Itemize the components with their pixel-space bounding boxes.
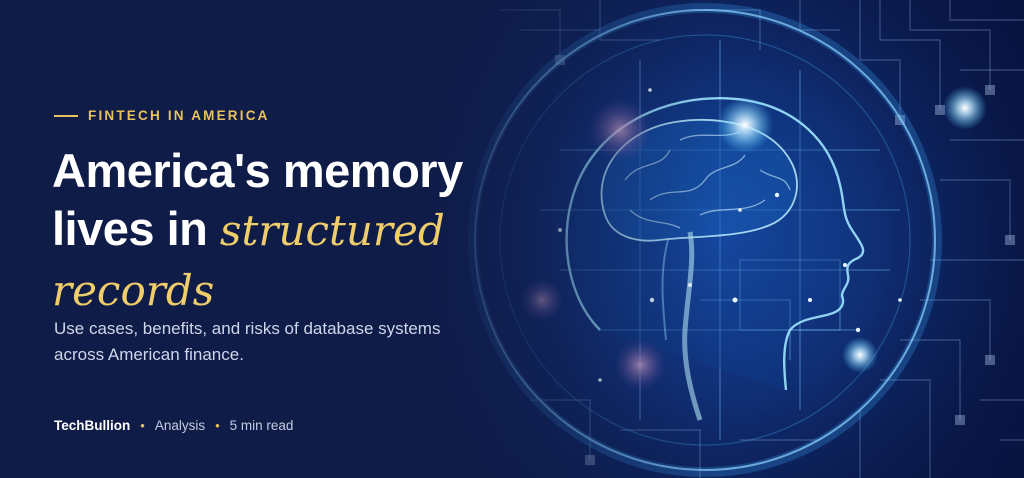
page-title: America's memory lives in structured rec…: [52, 142, 572, 320]
headline-line-3: records: [52, 260, 572, 320]
headline-line-1: America's memory: [52, 144, 463, 197]
meta-separator: •: [140, 418, 145, 433]
kicker-rule: [54, 114, 78, 117]
kicker-label: FINTECH IN AMERICA: [88, 108, 270, 123]
publisher-name[interactable]: TechBullion: [54, 418, 131, 433]
article-meta: TechBullion • Analysis • 5 min read: [54, 418, 293, 433]
category-kicker: FINTECH IN AMERICA: [54, 108, 270, 123]
meta-separator: •: [215, 418, 220, 433]
article-category[interactable]: Analysis: [154, 418, 206, 433]
read-time: 5 min read: [229, 418, 294, 433]
headline-plain-text: lives in: [52, 202, 220, 255]
headline-accent-text-2: records: [52, 266, 215, 315]
subtitle: Use cases, benefits, and risks of databa…: [54, 319, 441, 364]
headline-accent-text: structured: [219, 206, 445, 255]
headline-line-2: lives in structured: [52, 200, 572, 260]
